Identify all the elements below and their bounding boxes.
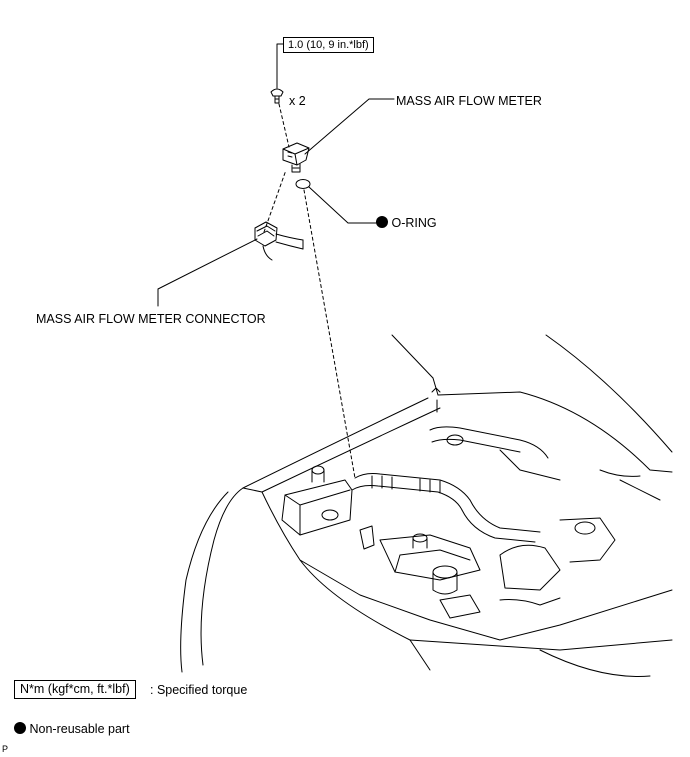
o-ring-text: O-RING [391,216,437,230]
legend-torque-text: : Specified torque [150,683,248,697]
o-ring-leader [308,186,377,224]
vehicle-engine-bay [180,334,673,677]
legend-nonreusable-text: Non-reusable part [29,722,130,736]
non-reusable-dot-icon [14,722,26,734]
connector-leader [157,238,258,307]
mass-air-flow-meter-label: MASS AIR FLOW METER [396,94,542,108]
o-ring-icon [295,179,311,189]
legend-nonreusable: Non-reusable part [14,722,130,736]
torque-leader [276,43,284,89]
connector-label: MASS AIR FLOW METER CONNECTOR [36,312,266,326]
o-ring-label: O-RING [376,216,437,230]
mass-air-flow-meter-icon [282,142,310,173]
maf-leader [304,98,395,155]
non-reusable-dot-icon [376,216,388,228]
connector-icon [254,221,304,261]
bolt-icon [270,88,284,104]
corner-code: P [2,744,9,754]
alignment-lines [263,103,356,479]
bolt-quantity-label: x 2 [289,94,306,108]
torque-spec-box: 1.0 (10, 9 in.*lbf) [283,37,374,53]
legend-torque-box: N*m (kgf*cm, ft.*lbf) [14,680,136,699]
